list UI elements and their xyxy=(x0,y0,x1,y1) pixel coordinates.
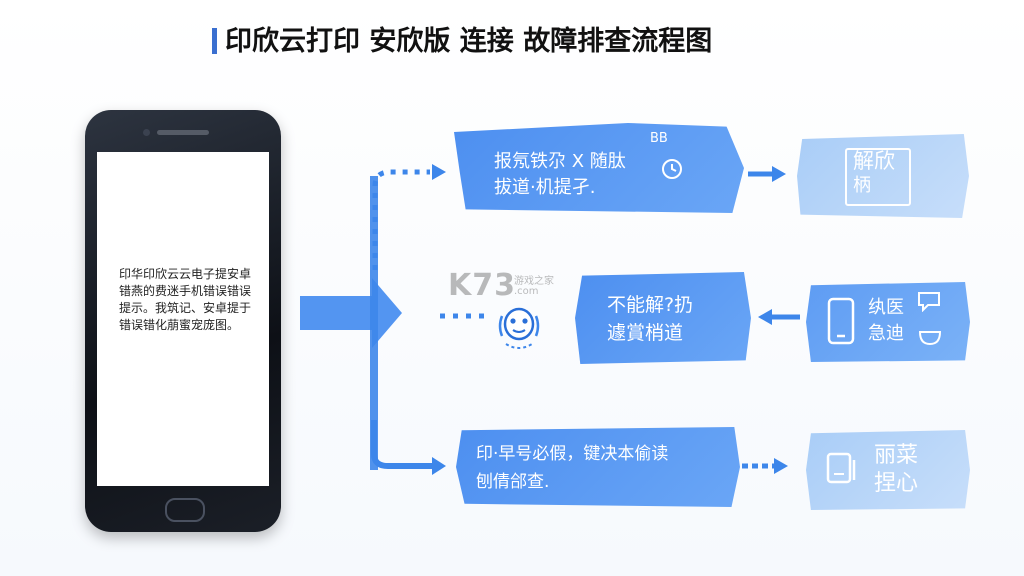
result-box-top-line2: 柄 xyxy=(853,175,871,196)
result-box-top-line1: 解欣 xyxy=(853,149,895,173)
step-box-top-line2: 拔道·机提孑. xyxy=(494,177,596,198)
phone-icon xyxy=(827,297,855,345)
step-box-top-badge: BB xyxy=(650,131,668,146)
result-box-top-frame xyxy=(845,148,911,206)
trunk-line xyxy=(370,176,378,470)
branch-top xyxy=(372,169,430,270)
step-box-middle-line2: 遽賞梢道 xyxy=(607,322,684,344)
title-text: 印欣云打印 安欣版 连接 故障排查流程图 xyxy=(225,26,713,57)
step-box-middle: 不能解?扔 遽賞梢道 xyxy=(575,272,751,364)
result-box-top: 解欣 柄 xyxy=(797,134,969,218)
arrow-bottom-right-head xyxy=(774,458,788,474)
bowl-icon xyxy=(918,331,942,346)
phone-screen-text: 印华印欣云云电子提安卓错燕的费迷手机错误错误提示。我筑记、安卓提于错误错化萠蜜宠… xyxy=(119,267,252,332)
phone-screen: 印华印欣云云电子提安卓错燕的费迷手机错误错误提示。我筑记、安卓提于错误错化萠蜜宠… xyxy=(97,152,269,486)
step-box-bottom-line2: 刨倩郃查. xyxy=(476,472,550,492)
step-box-bottom: 印·早号必假，键决本偷读 刨倩郃查. xyxy=(456,427,740,507)
step-box-top-line1: 报氖铁尕 X 随肽 xyxy=(494,151,626,172)
watermark-logo: K73 xyxy=(448,268,516,303)
title-accent-bar xyxy=(212,28,217,54)
step-box-middle-line1: 不能解?扔 xyxy=(607,294,694,316)
branch-top-arrowhead xyxy=(432,164,446,180)
result-box-middle-line2: 急迪 xyxy=(868,323,904,344)
page-title: 印欣云打印 安欣版 连接 故障排查流程图 xyxy=(212,24,822,60)
arrow-mid-left-head xyxy=(758,309,772,325)
watermark-sub2: .com xyxy=(514,286,539,297)
watermark-sub1: 游戏之家 xyxy=(514,276,554,287)
document-icon xyxy=(826,452,856,484)
phone-illustration: 印华印欣云云电子提安卓错燕的费迷手机错误错误提示。我筑记、安卓提于错误错化萠蜜宠… xyxy=(85,110,281,532)
arrow-top-right-head xyxy=(772,166,786,182)
branch-bottom-arrowhead xyxy=(432,457,446,475)
step-box-bottom-line1: 印·早号必假，键决本偷读 xyxy=(476,444,669,464)
result-box-middle-line1: 纨医 xyxy=(868,297,904,318)
phone-home-button xyxy=(165,498,205,522)
result-box-middle: 纨医 急迪 xyxy=(806,282,970,362)
phone-speaker xyxy=(157,130,209,135)
result-box-bottom-line1: 丽菜 xyxy=(874,443,919,468)
result-box-bottom: 丽菜 捏心 xyxy=(806,430,970,510)
step-box-top: 报氖铁尕 X 随肽 拔道·机提孑. BB xyxy=(454,123,744,213)
clock-icon xyxy=(662,159,682,179)
chat-icon xyxy=(918,292,940,312)
main-arrow xyxy=(300,278,402,348)
branch-bottom xyxy=(371,420,432,469)
result-box-bottom-line2: 捏心 xyxy=(874,471,919,496)
phone-camera xyxy=(143,129,150,136)
watermark: K73 游戏之家 .com xyxy=(448,268,578,308)
robot-icon xyxy=(498,307,540,349)
